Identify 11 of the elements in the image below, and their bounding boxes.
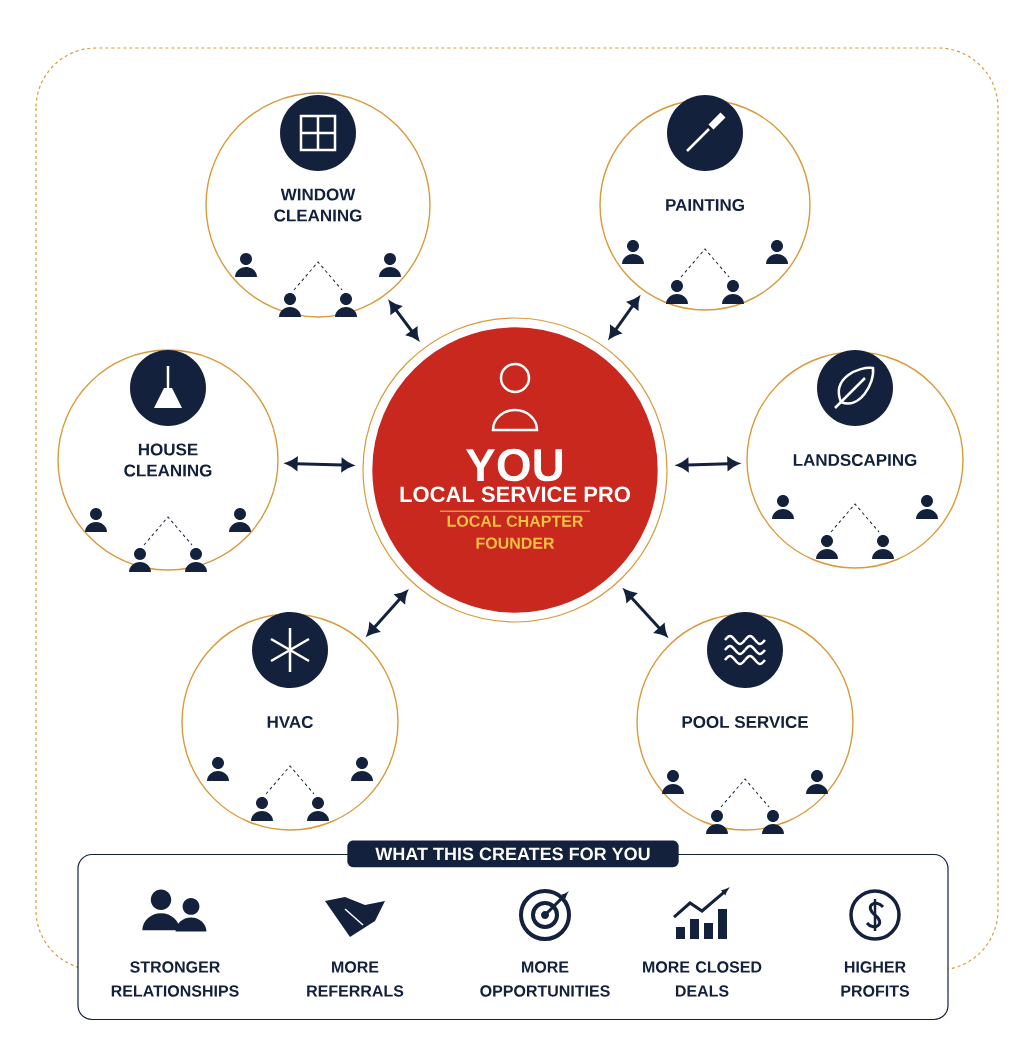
- arrow: [677, 457, 739, 472]
- arrow: [389, 301, 419, 341]
- arrow: [608, 296, 640, 339]
- benefit-label: HIGHER PROFITS: [841, 961, 910, 997]
- arrow: [623, 589, 668, 637]
- arrow: [366, 590, 408, 636]
- arrow: [286, 457, 353, 472]
- benefit-label: MORE OPPORTUNITIES: [480, 961, 610, 997]
- benefit-label: MORE REFERRALS: [307, 961, 404, 997]
- benefit-label: MORE CLOSED DEALS: [643, 961, 762, 997]
- benefit-label: STRONGER RELATIONSHIPS: [111, 961, 239, 997]
